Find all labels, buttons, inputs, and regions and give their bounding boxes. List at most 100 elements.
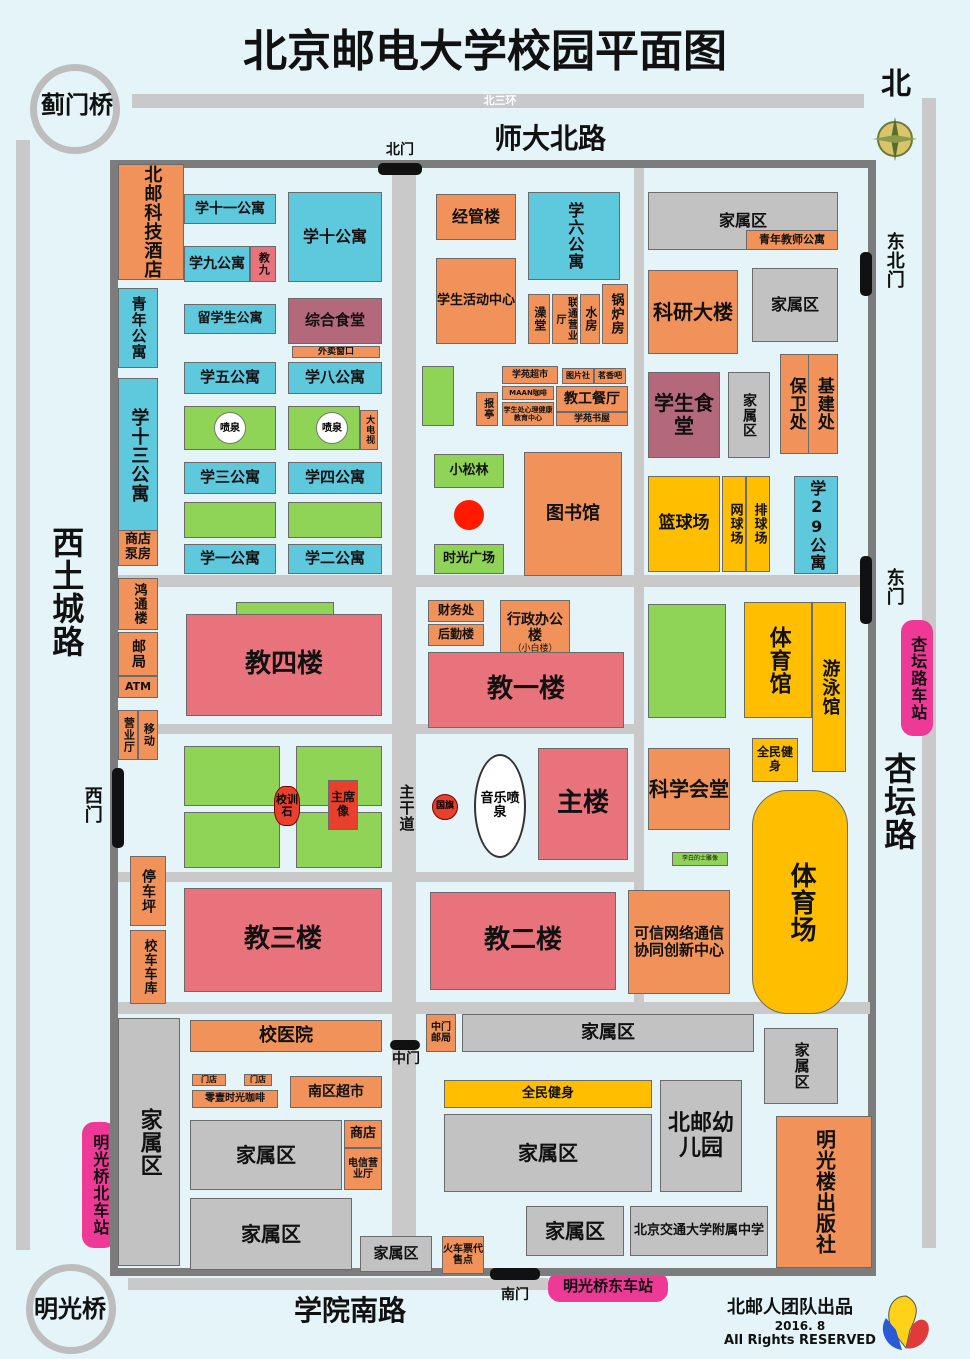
intl-dorm[interactable]: 留学生公寓	[184, 304, 276, 334]
dorm8[interactable]: 学八公寓	[288, 362, 382, 394]
gate-south[interactable]	[490, 1268, 540, 1280]
fitness-south[interactable]: 全民健身	[444, 1080, 652, 1108]
takeout-window[interactable]: 外卖窗口	[292, 346, 380, 358]
time-square[interactable]: 时光广场	[434, 544, 504, 574]
store-2[interactable]: 门店	[244, 1074, 272, 1086]
telecom[interactable]: 电信营业厅	[344, 1148, 382, 1190]
canteen-general[interactable]: 综合食堂	[288, 298, 382, 344]
tea-bar[interactable]: 茗香吧	[594, 368, 626, 384]
gate-northeast[interactable]	[860, 252, 872, 296]
coffee[interactable]: 零壹时光咖啡	[192, 1090, 278, 1108]
management[interactable]: 经管楼	[436, 194, 516, 240]
volleyball[interactable]: 排球场	[746, 476, 770, 572]
dorm3[interactable]: 学三公寓	[184, 462, 276, 494]
fountain-west[interactable]: 喷泉	[214, 412, 246, 444]
statue[interactable]: 李白的士雕像	[672, 852, 728, 866]
gate-east[interactable]	[860, 556, 872, 624]
mobile[interactable]: 移动	[138, 710, 158, 760]
teach4[interactable]: 教四楼	[186, 614, 382, 716]
jiao9[interactable]: 教九	[250, 246, 276, 282]
gate-north[interactable]	[378, 163, 422, 175]
dorm4[interactable]: 学四公寓	[288, 462, 382, 494]
dorm29[interactable]: 学29公寓	[794, 476, 838, 574]
bookstore[interactable]: 学苑书屋	[556, 412, 628, 426]
minguang-east-station[interactable]: 明光桥东车站	[548, 1272, 668, 1302]
dorm13[interactable]: 学十三公寓	[118, 378, 158, 532]
chairman-statue[interactable]: 主席像	[328, 780, 358, 830]
pine-grove[interactable]: 小松林	[434, 454, 504, 488]
family-ne[interactable]: 家属区	[648, 192, 838, 250]
family-ne-2[interactable]: 家属区	[752, 268, 838, 342]
gate-west[interactable]	[112, 768, 124, 848]
library[interactable]: 图书馆	[524, 452, 622, 576]
shop-pump[interactable]: 商店泵房	[118, 530, 158, 566]
gate-middle[interactable]	[390, 1040, 420, 1050]
store-1[interactable]: 门店	[192, 1074, 226, 1086]
hongtong[interactable]: 鸿通楼	[118, 578, 158, 630]
main-building[interactable]: 主楼	[538, 748, 628, 860]
supermarket[interactable]: 学苑超市	[502, 366, 558, 384]
dorm9[interactable]: 学九公寓	[184, 246, 250, 282]
family-sw-3[interactable]: 家属区	[360, 1236, 432, 1272]
bus-depot[interactable]: 校车车库	[130, 930, 166, 1004]
family-south-1[interactable]: 家属区	[444, 1114, 652, 1192]
chuban[interactable]: 明光楼出版社	[776, 1116, 872, 1268]
family-south-2[interactable]: 家属区	[526, 1206, 624, 1256]
stadium[interactable]: 体育场	[752, 790, 848, 1014]
youth-dorm[interactable]: 青年公寓	[118, 288, 158, 368]
dorm5[interactable]: 学五公寓	[184, 362, 276, 394]
atm[interactable]: ATM	[118, 676, 158, 698]
teach3[interactable]: 教三楼	[184, 888, 382, 992]
unicom[interactable]: 联通营业厅	[552, 294, 578, 344]
fountain-east[interactable]: 喷泉	[316, 412, 348, 444]
dorm2[interactable]: 学二公寓	[288, 544, 382, 574]
school-stone[interactable]: 校训石	[274, 786, 300, 826]
gym[interactable]: 体育馆	[744, 602, 812, 718]
south-market[interactable]: 南区超市	[290, 1076, 382, 1108]
family-east[interactable]: 家属区	[764, 1028, 838, 1104]
research[interactable]: 科研大楼	[648, 270, 738, 354]
music-fountain[interactable]: 音乐喷泉	[474, 754, 526, 858]
middle-post[interactable]: 中门邮局	[426, 1014, 456, 1052]
student-center[interactable]: 学生活动中心	[436, 258, 516, 344]
flag[interactable]: 国旗	[432, 794, 458, 820]
science-hall[interactable]: 科学会堂	[648, 748, 730, 830]
photo-shop[interactable]: 图片社	[562, 368, 594, 384]
boiler-room[interactable]: 锅炉房	[602, 284, 628, 344]
water-room[interactable]: 水房	[580, 294, 600, 344]
bath[interactable]: 澡堂	[528, 294, 550, 344]
parking[interactable]: 停车坪	[130, 856, 166, 926]
dorm6[interactable]: 学六公寓	[528, 192, 620, 280]
family-center[interactable]: 家属区	[462, 1014, 754, 1052]
student-canteen[interactable]: 学生食堂	[648, 372, 720, 458]
kindergarten[interactable]: 北邮幼儿园	[660, 1080, 742, 1192]
family-sw-1[interactable]: 家属区	[190, 1120, 342, 1190]
kiosk[interactable]: 报亭	[476, 392, 498, 426]
dorm11[interactable]: 学十一公寓	[184, 194, 276, 224]
hotel[interactable]: 北邮科技酒店	[118, 164, 184, 280]
pool[interactable]: 游泳馆	[812, 602, 846, 772]
hospital[interactable]: 校医院	[190, 1020, 382, 1052]
mobile-hall[interactable]: 营业厅	[118, 710, 138, 760]
family-ne-3[interactable]: 家属区	[728, 372, 770, 458]
security[interactable]: 保卫处	[780, 354, 810, 454]
fitness-east[interactable]: 全民健身	[752, 738, 798, 782]
west-family[interactable]: 家属区	[118, 1018, 180, 1266]
family-sw-2[interactable]: 家属区	[190, 1198, 352, 1270]
finance[interactable]: 财务处	[428, 600, 484, 622]
basketball[interactable]: 篮球场	[648, 476, 720, 572]
dorm10[interactable]: 学十公寓	[288, 192, 382, 282]
logistics[interactable]: 后勤楼	[428, 624, 484, 646]
teach1[interactable]: 教一楼	[428, 652, 624, 728]
xingtan-station[interactable]: 杏坛路车站	[901, 620, 933, 736]
ticket-office[interactable]: 火车票代售点	[442, 1236, 484, 1274]
staff-canteen[interactable]: 教工餐厅	[556, 386, 628, 412]
infra[interactable]: 基建处	[808, 354, 838, 454]
maan-coffee[interactable]: MAAN咖啡	[502, 386, 554, 400]
bjtu-school[interactable]: 北京交通大学附属中学	[630, 1206, 768, 1256]
tennis[interactable]: 网球场	[722, 476, 746, 572]
dorm1[interactable]: 学一公寓	[184, 544, 276, 574]
teach2[interactable]: 教二楼	[430, 892, 616, 990]
young-teacher[interactable]: 青年教师公寓	[746, 230, 838, 250]
trust-center[interactable]: 可信网络通信协同创新中心	[628, 890, 730, 994]
